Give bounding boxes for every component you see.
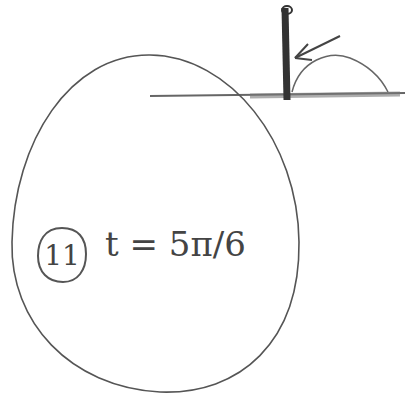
outline-path <box>38 228 86 282</box>
vertical-mark <box>285 8 287 100</box>
top-dot <box>282 6 292 14</box>
outline-path <box>12 55 299 392</box>
horizontal-line <box>150 93 405 96</box>
shaded-line <box>250 94 400 96</box>
circled-number: 11 <box>36 226 88 284</box>
arc-curve <box>292 55 388 92</box>
oval-region: t = 5π/6 11 <box>10 52 302 397</box>
problem-number: 11 <box>44 239 80 272</box>
pointer-arrow <box>295 36 340 58</box>
arrow-head <box>295 44 312 60</box>
equation-label: t = 5π/6 <box>105 224 246 264</box>
